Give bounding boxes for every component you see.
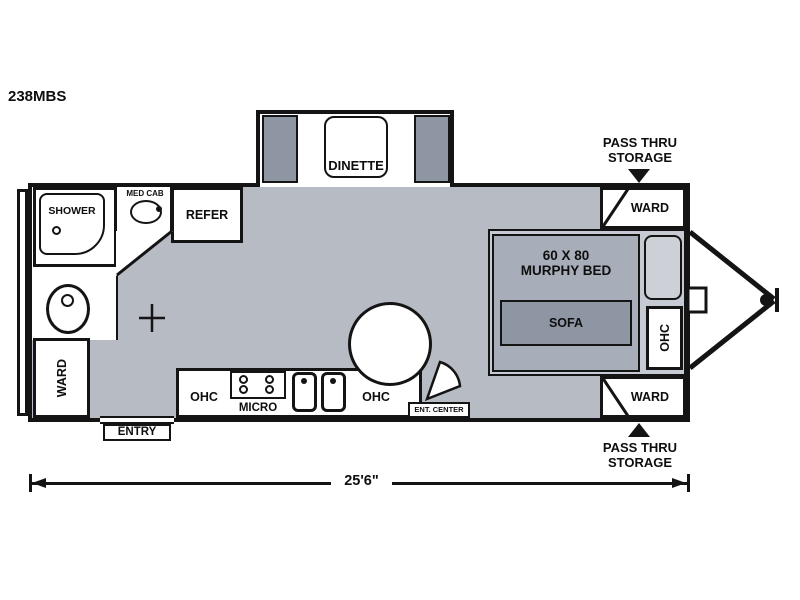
stove-burner bbox=[265, 375, 274, 384]
entry-label-box: ENTRY bbox=[103, 424, 171, 441]
pass-thru-bottom-line2: STORAGE bbox=[607, 455, 673, 470]
ward-front-top-label: WARD bbox=[630, 201, 670, 215]
stove bbox=[230, 371, 286, 399]
murphy-bed-label: MURPHY BED bbox=[520, 263, 612, 278]
bath-sink-faucet bbox=[156, 206, 162, 212]
dimension-arrow-right bbox=[672, 478, 686, 488]
toilet bbox=[46, 284, 90, 334]
pass-thru-storage-bottom-label: PASS THRU STORAGE bbox=[575, 440, 705, 470]
ward-front-bottom-label: WARD bbox=[630, 390, 670, 404]
ward-front-top: WARD bbox=[600, 187, 686, 229]
stove-burner bbox=[239, 385, 248, 394]
model-label: 238MBS bbox=[8, 88, 67, 105]
dinette-bench-right bbox=[414, 115, 450, 183]
stove-burner bbox=[239, 375, 248, 384]
dimension-label: 25'6" bbox=[344, 473, 379, 489]
pass-thru-storage-top-label: PASS THRU STORAGE bbox=[575, 135, 705, 165]
murphy-bed-size-label: 60 X 80 bbox=[542, 248, 590, 263]
pass-thru-top-line2: STORAGE bbox=[607, 150, 673, 165]
refer-label: REFER bbox=[185, 208, 229, 222]
ward-rear-label: WARD bbox=[54, 358, 69, 398]
ohc-kitchen-left-label: OHC bbox=[190, 390, 218, 404]
bath-sink bbox=[130, 200, 162, 224]
sofa: SOFA bbox=[500, 300, 632, 346]
shower-pan bbox=[39, 193, 105, 255]
ward-front-bottom: WARD bbox=[600, 376, 686, 418]
micro-label: MICRO bbox=[238, 402, 278, 414]
hitch-frame-upper bbox=[688, 230, 776, 301]
ward-rear: WARD bbox=[33, 338, 90, 418]
sink-drain bbox=[301, 378, 307, 384]
toilet-flush bbox=[61, 294, 74, 307]
stove-burner bbox=[265, 385, 274, 394]
rear-bumper bbox=[17, 189, 28, 416]
dimension-tick-left bbox=[29, 474, 32, 492]
hitch-jack-wheel bbox=[760, 294, 772, 306]
entry-opening bbox=[100, 416, 174, 424]
bed-pillow bbox=[644, 235, 682, 300]
hitch-frame-lower bbox=[688, 299, 776, 370]
med-cab-label: MED CAB bbox=[126, 189, 164, 198]
entry-label: ENTRY bbox=[117, 426, 157, 439]
shower-label: SHOWER bbox=[48, 205, 96, 217]
dimension-line-left bbox=[31, 482, 331, 485]
dimension-arrow-left bbox=[32, 478, 46, 488]
ohc-front-cabinet: OHC bbox=[646, 306, 683, 370]
ent-center-label: ENT. CENTER bbox=[414, 404, 464, 414]
ohc-front-label: OHC bbox=[657, 324, 672, 352]
front-bracket bbox=[686, 286, 708, 314]
sofa-label: SOFA bbox=[548, 316, 584, 330]
pedestal-table bbox=[348, 302, 432, 386]
shower-drain bbox=[52, 226, 61, 235]
dinette-bench-left bbox=[262, 115, 298, 183]
pass-thru-arrow-top bbox=[628, 169, 650, 183]
ohc-kitchen-right-label: OHC bbox=[362, 390, 390, 404]
dinette-label: DINETTE bbox=[328, 158, 384, 173]
refrigerator: REFER bbox=[171, 187, 243, 243]
pass-thru-top-line1: PASS THRU bbox=[602, 135, 678, 150]
ent-center: ENT. CENTER bbox=[408, 402, 470, 418]
pass-thru-bottom-line1: PASS THRU bbox=[602, 440, 678, 455]
dinette-table bbox=[324, 116, 388, 178]
sink-left-basin bbox=[292, 372, 317, 412]
dimension-line-right bbox=[392, 482, 687, 485]
pass-thru-arrow-bottom bbox=[628, 423, 650, 437]
sink-drain bbox=[330, 378, 336, 384]
dimension-tick-right bbox=[687, 474, 690, 492]
